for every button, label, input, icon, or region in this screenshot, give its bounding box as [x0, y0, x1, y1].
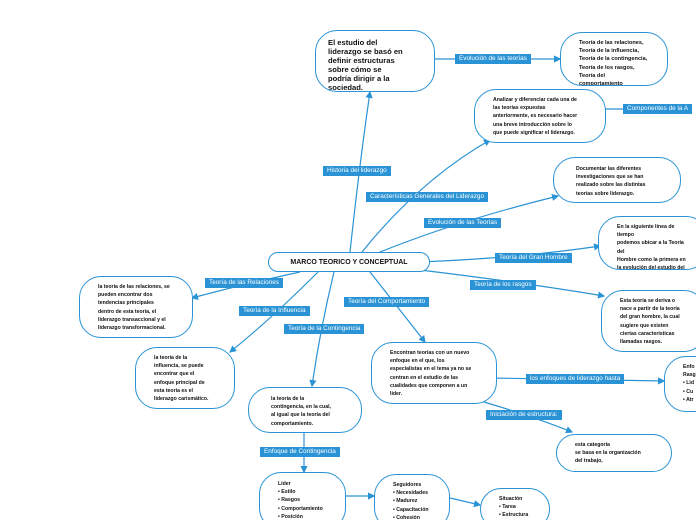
- label-historia[interactable]: Historia del liderazgo: [323, 166, 391, 176]
- label-caracteristicas[interactable]: Características Generales del Liderazgo: [366, 192, 489, 202]
- label-evolucion-teorias[interactable]: Evolución de las teorías: [455, 54, 531, 64]
- node-behavior[interactable]: Encontran teorías con un nuevo enfoque e…: [371, 342, 497, 404]
- label-evolucion-teorias-2[interactable]: Evolución de las Teorías: [424, 218, 502, 228]
- label-contingencia[interactable]: Teoría de la Contingencia: [284, 324, 365, 334]
- node-leader[interactable]: Líder • Estilo • Rasgos • Comportamiento…: [259, 472, 346, 520]
- node-traits[interactable]: Esta teoría se deriva o nace a partir de…: [601, 290, 696, 352]
- central-topic[interactable]: MARCO TEORICO Y CONCEPTUAL: [268, 252, 430, 272]
- label-iniciacion[interactable]: Iniciación de estructura:: [486, 410, 562, 420]
- label-influencia[interactable]: Teoría de la Influencia: [239, 306, 310, 316]
- node-relations[interactable]: la teoría de las relaciones, se pueden e…: [79, 276, 193, 338]
- label-relaciones[interactable]: Teoría de las Relaciones: [205, 278, 283, 288]
- node-influence[interactable]: la teoría de la influencia, se puede enc…: [135, 347, 235, 409]
- label-enfoque-contingencia[interactable]: Enfoque de Contingencia: [260, 447, 340, 457]
- node-theories-list[interactable]: Teoría de las relaciones, Teoría de la i…: [560, 32, 668, 86]
- node-situation[interactable]: Situación • Tarea • Estructura: [480, 488, 550, 520]
- node-intro[interactable]: El estudio del liderazgo se basó en defi…: [315, 30, 435, 92]
- node-analyze[interactable]: Analizar y diferenciar cada una de las t…: [474, 89, 606, 143]
- label-comportamiento[interactable]: Teoría del Comportamiento: [344, 297, 430, 307]
- node-great-man[interactable]: En la siguiente línea de tiempo podemos …: [598, 216, 696, 270]
- node-document[interactable]: Documentar las diferentes investigacione…: [553, 157, 681, 203]
- node-followers[interactable]: Seguidores • Necesidades • Madurez • Cap…: [374, 474, 450, 520]
- label-enfoques[interactable]: los enfoques de liderazgo hasta: [526, 374, 625, 384]
- label-componentes[interactable]: Componentes de la A: [623, 104, 693, 114]
- label-rasgos[interactable]: Teoría de los rasgos: [470, 280, 536, 290]
- node-structure[interactable]: esta categoría se basa en la organizació…: [556, 434, 672, 472]
- label-gran-hombre[interactable]: Teoría del Gran Hombre: [495, 253, 572, 263]
- node-approach[interactable]: Enfo Rasg • Lid • Cu • Atr: [664, 356, 696, 412]
- node-contingency[interactable]: la teoría de la contingencia, en la cual…: [248, 387, 362, 433]
